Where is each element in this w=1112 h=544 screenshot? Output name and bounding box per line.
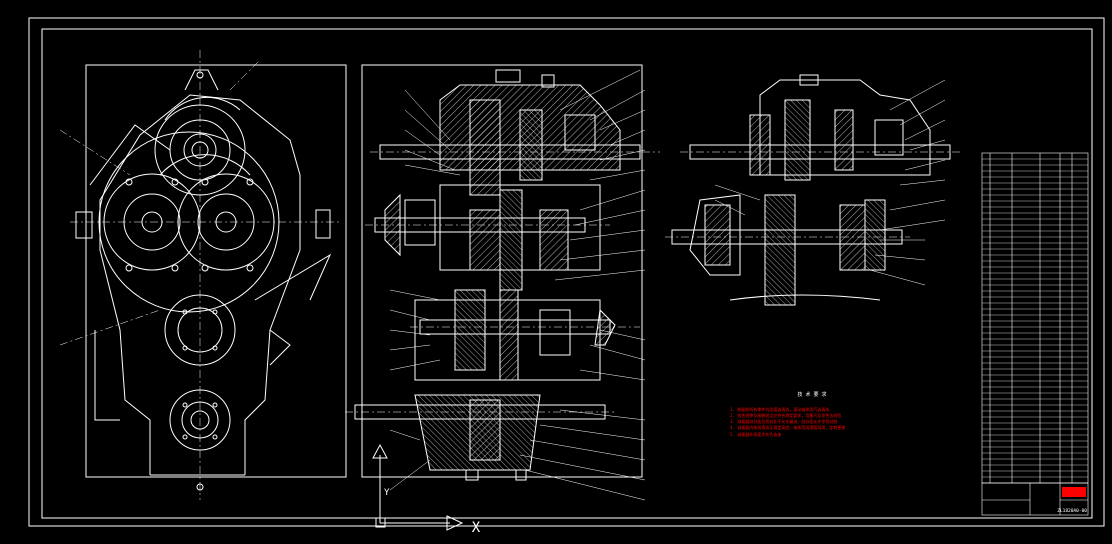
section-view-leaders	[389, 69, 646, 501]
note-line: 3. 减速器剖分面及密封处不允许漏油，剖分面允许涂密封胶	[730, 418, 837, 424]
section-view-main	[354, 64, 643, 481]
section-view-secondary-centerlines	[665, 151, 960, 238]
technical-notes: 1. 装配前所有零件均用煤油清洗，滚动轴承用汽油清洗 2. 啮合侧隙及接触斑点应…	[730, 406, 845, 437]
left-view-centerlines	[59, 50, 340, 500]
ucs-axes-marker	[372, 443, 464, 531]
title-block-red-mark	[1062, 487, 1086, 497]
note-line: 1. 装配前所有零件均用煤油清洗，滚动轴承用汽油清洗	[730, 406, 829, 412]
parts-list-table	[981, 152, 1089, 516]
ucs-x-label: X	[472, 520, 481, 536]
ucs-y-label: Y	[384, 488, 390, 498]
note-line: 5. 减速器外表面涂灰色油漆	[730, 431, 781, 437]
note-line: 4. 减速器内装润滑油至规定高度，轴承用润滑脂润滑，定期更换	[730, 424, 845, 430]
inner-border	[41, 28, 1093, 519]
section-view-secondary-leaders	[714, 79, 946, 286]
note-line: 2. 啮合侧隙及接触斑点应符合规定要求，用塞尺及涂色法检验	[730, 412, 841, 418]
parts-list-rows	[982, 158, 1088, 478]
notes-title: 技 术 要 求	[797, 391, 826, 398]
section-view-centerlines	[345, 151, 660, 413]
title-block-code: ZL1820A0-00	[1057, 508, 1087, 514]
outer-border	[28, 17, 1105, 527]
section-view-secondary	[671, 74, 951, 306]
